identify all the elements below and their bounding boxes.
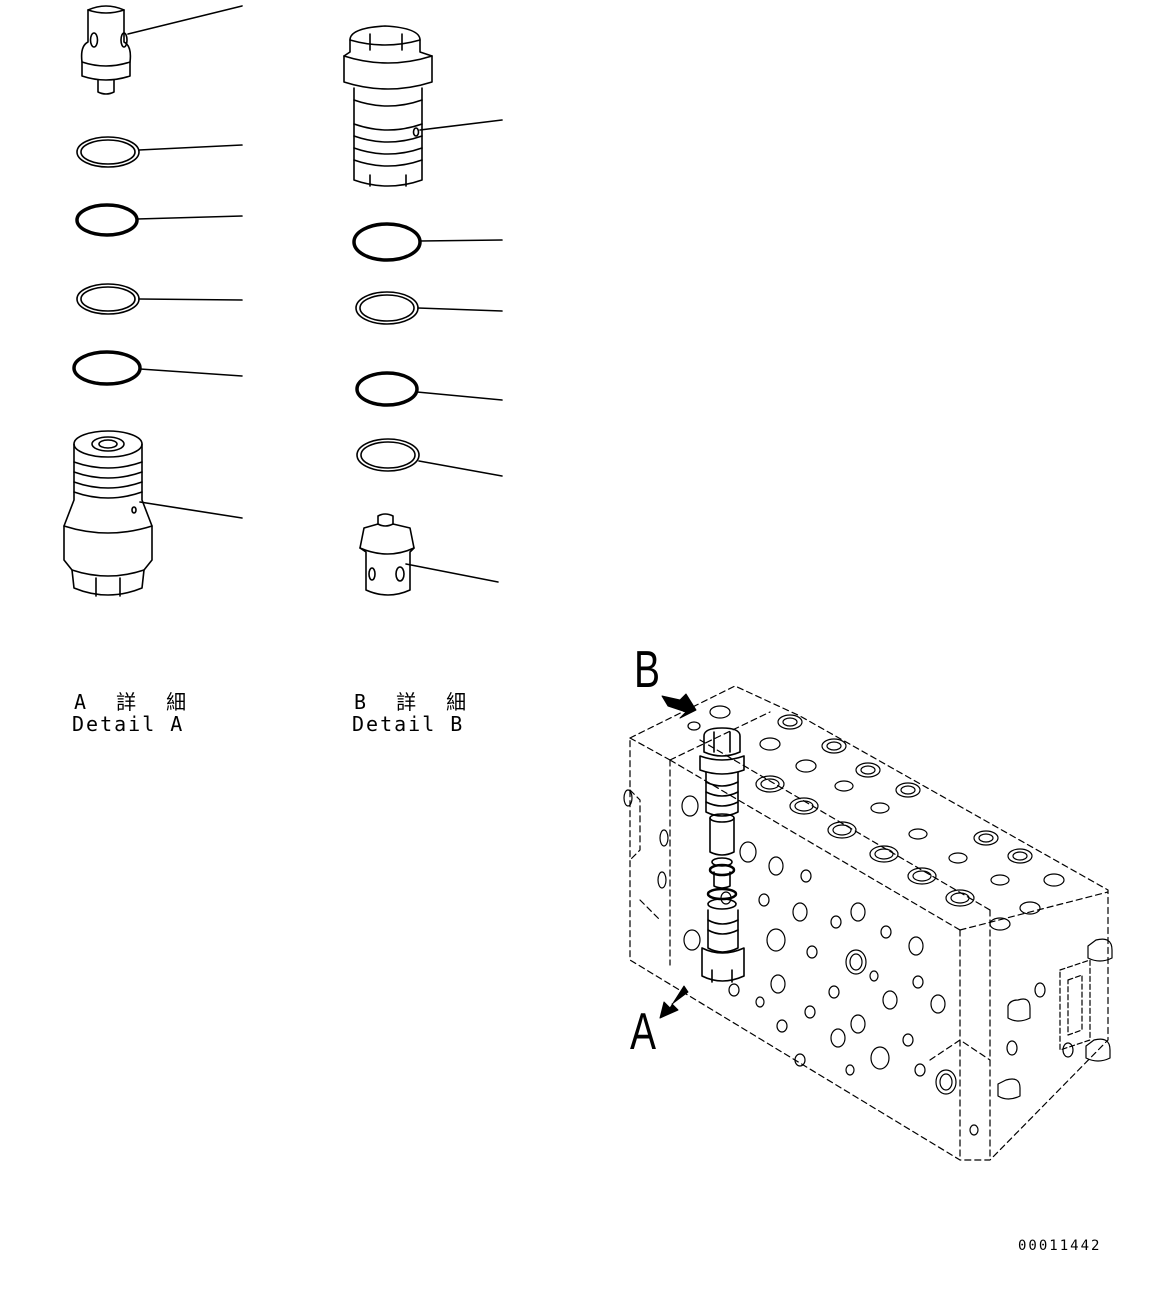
view-a-callout: A — [630, 1003, 657, 1061]
detail-b-valve-body — [343, 25, 503, 187]
detail-a-o-ring-2 — [72, 350, 243, 386]
view-arrow-icon — [661, 693, 697, 719]
detail-a-poppet — [80, 5, 243, 95]
side-face-ports — [681, 795, 979, 1136]
detail-a-label-jp: A 詳 細 — [74, 690, 196, 714]
view-arrow-icon — [659, 985, 689, 1019]
detail-b-backup-ring-2 — [356, 438, 503, 477]
detail-b-label-en: Detail B — [352, 712, 465, 736]
detail-a-valve-body — [63, 430, 243, 597]
drawing-number: 00011442 — [1018, 1238, 1102, 1254]
detail-a-backup-ring-2 — [76, 283, 243, 315]
control-valve-block — [623, 685, 1113, 1161]
detail-a-o-ring-1 — [75, 203, 243, 237]
detail-b-poppet — [359, 513, 499, 596]
end-face-details — [623, 789, 1113, 1100]
detail-b-o-ring-2 — [355, 371, 503, 407]
detail-b-label-jp: B 詳 細 — [354, 690, 476, 714]
detail-b-backup-ring-1 — [355, 291, 503, 325]
view-b-callout: B — [634, 641, 661, 699]
detail-a-label-en: Detail A — [72, 712, 185, 736]
detail-a-backup-ring-1 — [76, 136, 243, 168]
exploded-valve-stack — [699, 727, 745, 983]
top-face-ports — [687, 705, 1065, 931]
detail-b-o-ring-1 — [352, 222, 503, 262]
